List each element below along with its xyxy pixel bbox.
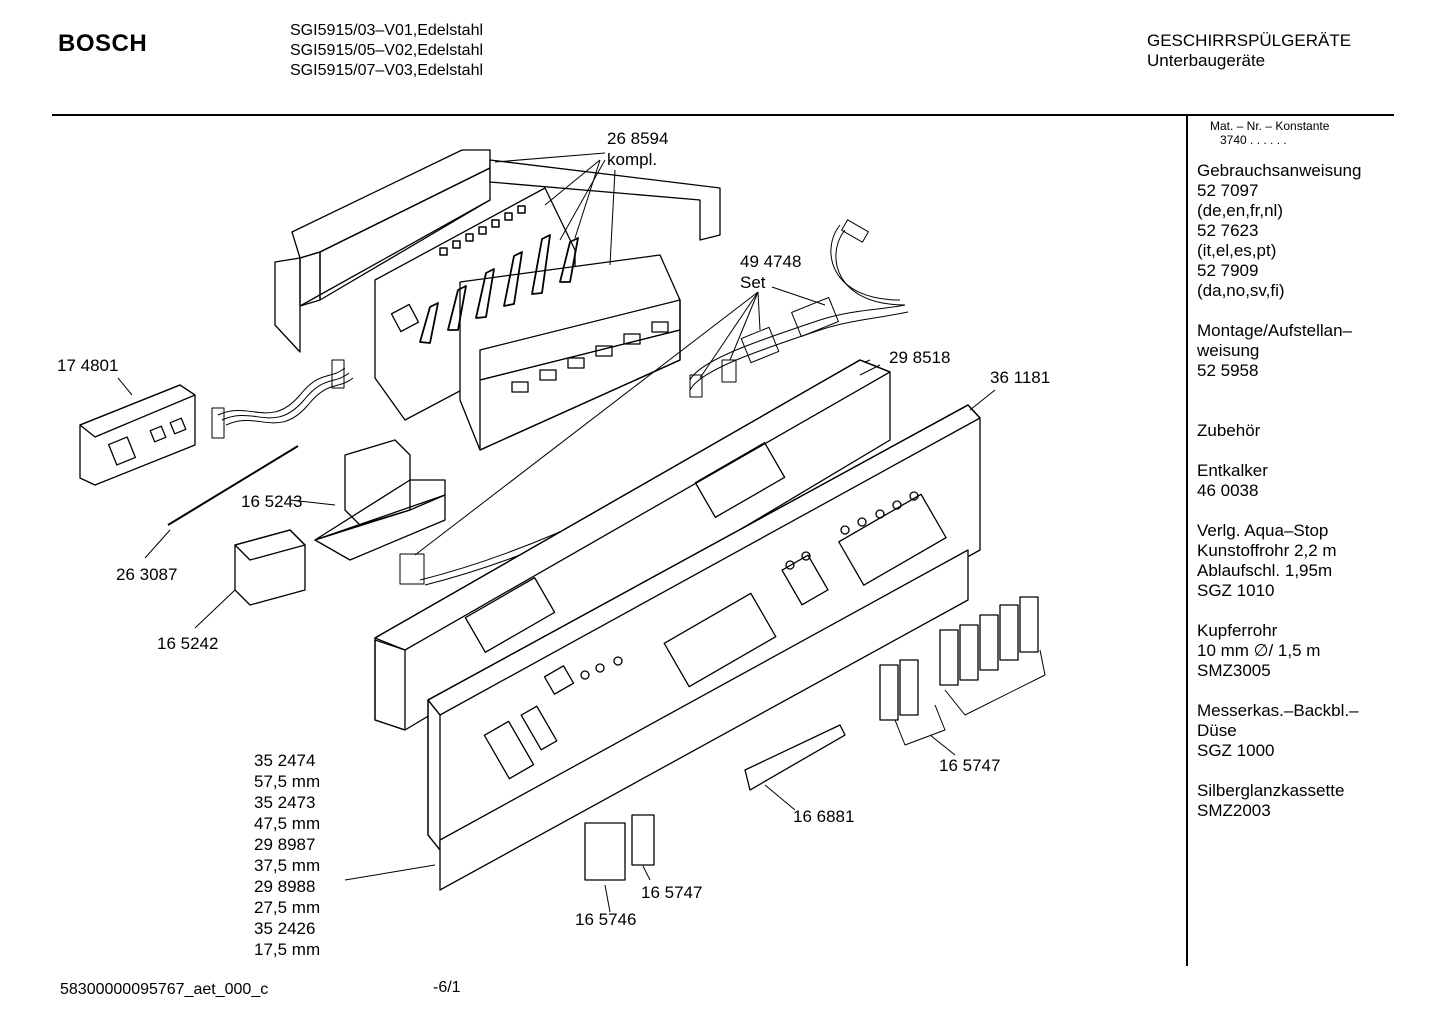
callout-298518: 29 8518: [889, 348, 951, 367]
document-id: 58300000095767_aet_000_c: [60, 981, 269, 998]
sealing-strip-part: [167, 445, 299, 526]
accessory-line: Messerkas.–Backbl.–: [1197, 701, 1359, 720]
model-line: SGI5915/03–V01,Edelstahl: [290, 22, 484, 39]
connector-frame-part: [419, 234, 681, 451]
accessory-line: Kupferrohr: [1197, 621, 1278, 640]
accessory-line: Verlg. Aqua–Stop: [1197, 521, 1329, 540]
display-module-part: [79, 384, 196, 486]
category-title: GESCHIRRSPÜLGERÄTE Unterbaugeräte: [1147, 31, 1351, 71]
accessory-line: Montage/Aufstellan–: [1197, 321, 1352, 340]
callout-361181: 36 1181: [990, 368, 1051, 387]
part-number: 49 4748: [740, 252, 802, 271]
accessory-line: Ablaufschl. 1,95m: [1197, 561, 1333, 580]
callout-494748: 49 4748 Set: [740, 251, 801, 293]
accessory-line: 46 0038: [1197, 481, 1259, 500]
accessory-line: (it,el,es,pt): [1197, 241, 1277, 260]
callout-165747-keys: 16 5747: [939, 756, 1001, 775]
accessory-line: 52 5958: [1197, 361, 1259, 380]
ribbon-cable-part: [211, 359, 354, 439]
trim-length: 17,5 mm: [254, 940, 321, 959]
accessory-line: 10 mm ∅/ 1,5 m: [1197, 641, 1321, 660]
callout-166881: 16 6881: [793, 807, 855, 826]
bottom-trim-part: [439, 549, 969, 891]
accessory-line: Zubehör: [1197, 421, 1261, 440]
callout-165242: 16 5242: [157, 634, 219, 653]
accessory-line: Entkalker: [1197, 461, 1268, 480]
material-constant: Mat. – Nr. – Konstante 3740 . . . . . .: [1210, 119, 1329, 147]
model-list: SGI5915/03–V01,Edelstahl SGI5915/05–V02,…: [290, 21, 483, 81]
accessory-line: SMZ2003: [1197, 801, 1271, 820]
trim-size-list: 35 2474 57,5 mm 35 2473 47,5 mm 29 8987 37,5 …: [254, 750, 320, 960]
page-number: -6/1: [433, 979, 461, 996]
accessory-line: Gebrauchsanweisung: [1197, 161, 1362, 180]
accessory-line: Silberglanzkassette: [1197, 781, 1345, 800]
category-line: GESCHIRRSPÜLGERÄTE: [1147, 31, 1352, 50]
accessory-line: SMZ3005: [1197, 661, 1271, 680]
part-number: 29 8987: [254, 835, 316, 854]
front-panel-part: [427, 404, 981, 851]
part-note: Set: [740, 273, 766, 292]
accessory-line: (da,no,sv,fi): [1197, 281, 1285, 300]
mat-value: 3740 . . . . . .: [1220, 133, 1287, 147]
inner-frame-part: [374, 359, 891, 731]
trim-length: 27,5 mm: [254, 898, 321, 917]
trim-length: 47,5 mm: [254, 814, 321, 833]
accessory-line: 52 7909: [1197, 261, 1259, 280]
button-keys-part: [584, 596, 1039, 881]
callout-268594: 26 8594 kompl.: [607, 128, 668, 170]
category-subline: Unterbaugeräte: [1147, 51, 1266, 70]
callout-263087: 26 3087: [116, 565, 178, 584]
accessory-line: SGZ 1000: [1197, 741, 1275, 760]
model-line: SGI5915/07–V03,Edelstahl: [290, 62, 484, 79]
trim-length: 37,5 mm: [254, 856, 321, 875]
leader-lines: [117, 152, 1046, 913]
callout-174801: 17 4801: [57, 356, 119, 375]
header-divider: [52, 114, 1394, 116]
callout-165747-button: 16 5747: [641, 883, 703, 902]
model-line: SGI5915/05–V02,Edelstahl: [290, 42, 484, 59]
brand-logo: BOSCH: [58, 30, 148, 57]
accessory-group: Zubehör: [1197, 401, 1361, 441]
part-note: kompl.: [607, 150, 658, 169]
accessory-line: weisung: [1197, 341, 1260, 360]
trim-length: 57,5 mm: [254, 772, 321, 791]
accessory-line: 52 7623: [1197, 221, 1259, 240]
mat-header: Mat. – Nr. – Konstante: [1210, 119, 1330, 133]
callout-165746: 16 5746: [575, 910, 637, 929]
part-number: 35 2474: [254, 751, 316, 770]
accessory-line: (de,en,fr,nl): [1197, 201, 1283, 220]
accessory-line: 52 7097: [1197, 181, 1259, 200]
part-number: 35 2473: [254, 793, 316, 812]
accessory-line: Düse: [1197, 721, 1237, 740]
callout-165243: 16 5243: [241, 492, 303, 511]
switch-block-part: [234, 529, 306, 606]
accessory-line: SGZ 1010: [1197, 581, 1275, 600]
relay-holder-part: [314, 439, 446, 561]
part-number: 29 8988: [254, 877, 316, 896]
top-cover-part: [274, 149, 721, 353]
part-number: 35 2426: [254, 919, 316, 938]
sidebar-divider: [1186, 116, 1188, 966]
accessory-line: Kunstoffrohr 2,2 m: [1197, 541, 1337, 560]
part-number: 26 8594: [607, 129, 669, 148]
